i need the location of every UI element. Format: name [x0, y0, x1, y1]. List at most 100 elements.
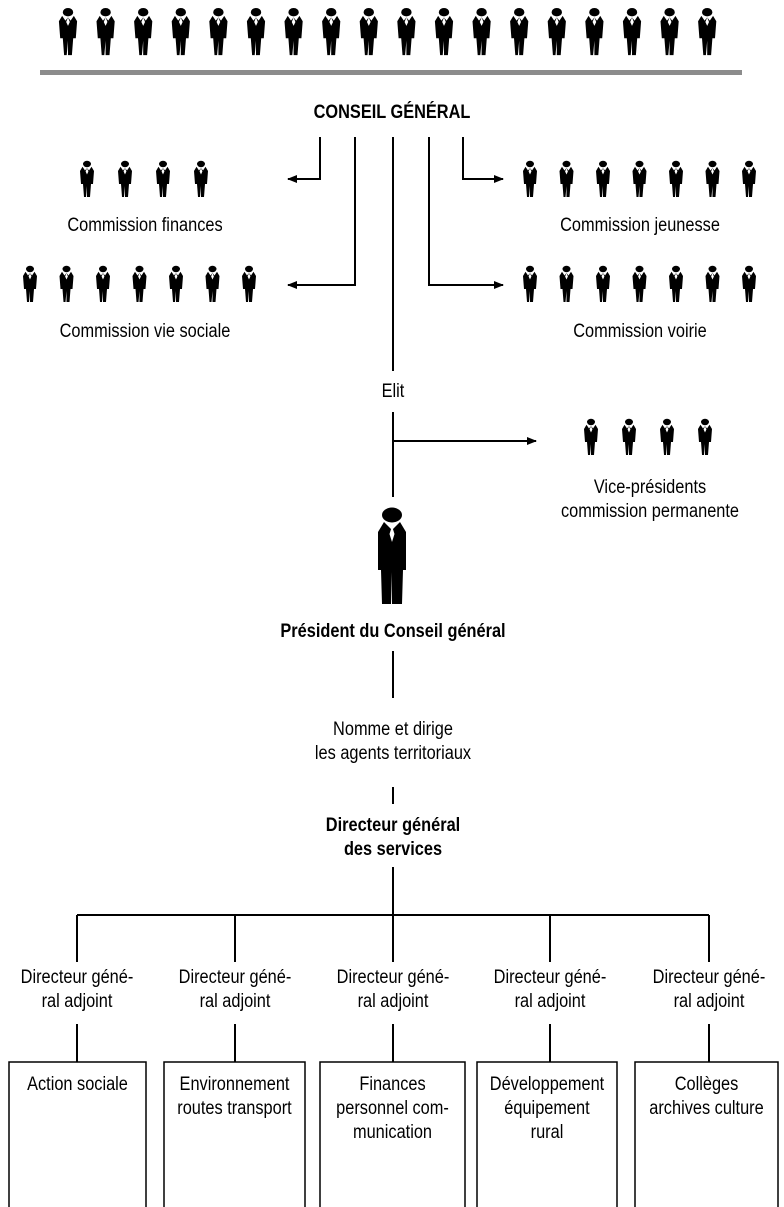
arrow-to-jeunesse — [462, 137, 504, 183]
person-icon — [596, 160, 610, 197]
commission-finances-members — [80, 160, 208, 197]
person-icon — [742, 160, 756, 197]
person-icon — [194, 160, 208, 197]
commission-voirie-members — [523, 265, 756, 302]
directeur-line-1: Directeur général — [325, 815, 461, 836]
council-member-icon — [246, 8, 266, 56]
vice-presidents-line-1: Vice-présidents — [593, 477, 707, 498]
service-box-3 — [319, 1061, 466, 1207]
service-5-line-1: Collèges — [674, 1074, 739, 1095]
person-icon — [523, 160, 537, 197]
person-icon — [669, 265, 683, 302]
adjoint-title-5: Directeur géné- ral adjoint — [645, 966, 774, 1014]
connectors — [76, 137, 710, 1062]
service-3-line-2: personnel com- — [336, 1098, 449, 1119]
person-icon — [156, 160, 170, 197]
person-icon — [23, 265, 37, 302]
nomme-line-1: Nomme et dirige — [333, 719, 453, 740]
person-icon — [205, 265, 220, 302]
service-box-5 — [634, 1061, 779, 1207]
commission-vie-sociale-members — [23, 265, 256, 302]
vice-presidents-label: Vice-présidents commission permanente — [547, 476, 753, 524]
president-icon — [378, 507, 406, 604]
person-icon — [669, 160, 683, 197]
council-member-icon — [547, 8, 566, 56]
service-boxes — [8, 1061, 779, 1207]
adjoint-5-line-1: Directeur géné- — [652, 967, 766, 988]
service-4-line-1: Développement — [489, 1074, 605, 1095]
person-icon — [169, 265, 183, 302]
person-icon — [742, 265, 756, 302]
nomme-line-2: les agents territoriaux — [314, 743, 472, 764]
arrow-to-voirie — [428, 137, 504, 289]
service-2-line-1: Environnement — [179, 1074, 290, 1095]
person-icon — [59, 265, 74, 302]
council-member-icon — [209, 8, 228, 56]
service-box-4 — [476, 1061, 618, 1207]
service-2-line-2: routes transport — [177, 1098, 292, 1119]
commission-jeunesse-label: Commission jeunesse — [560, 215, 720, 236]
commission-vie-sociale-label: Commission vie sociale — [59, 321, 231, 342]
council-member-icon — [472, 8, 491, 56]
person-icon — [523, 265, 537, 302]
commission-jeunesse-members — [523, 160, 756, 197]
person-icon — [96, 265, 110, 302]
council-members-group — [58, 8, 717, 56]
nomme-label: Nomme et dirige les agents territoriaux — [281, 718, 505, 766]
adjoint-4-line-1: Directeur géné- — [493, 967, 607, 988]
person-icon — [698, 418, 712, 455]
person-icon — [632, 160, 647, 197]
adjoint-1-line-1: Directeur géné- — [20, 967, 134, 988]
service-label-5: Collèges archives culture — [645, 1073, 768, 1121]
adjoint-4-line-2: ral adjoint — [514, 991, 586, 1012]
council-member-icon — [359, 8, 378, 56]
person-icon — [660, 418, 674, 455]
adjoint-title-3: Directeur géné- ral adjoint — [329, 966, 458, 1014]
elit-label: Elit — [381, 381, 405, 402]
service-box-2 — [163, 1061, 306, 1207]
person-icon — [632, 265, 647, 302]
service-4-line-3: rural — [530, 1122, 564, 1143]
service-label-4: Développement équipement rural — [487, 1073, 607, 1145]
person-icon — [118, 160, 132, 197]
adjoint-title-4: Directeur géné- ral adjoint — [486, 966, 615, 1014]
person-icon — [80, 160, 94, 197]
commission-voirie-label: Commission voirie — [573, 321, 707, 342]
president-label: Président du Conseil général — [280, 621, 506, 642]
council-member-icon — [510, 8, 529, 56]
person-icon — [622, 418, 636, 455]
service-3-line-3: munication — [352, 1122, 433, 1143]
adjoint-2-line-1: Directeur géné- — [178, 967, 292, 988]
adjoint-2-line-2: ral adjoint — [199, 991, 271, 1012]
adjoint-title-2: Directeur géné- ral adjoint — [171, 966, 300, 1014]
service-1-line-1: Action sociale — [27, 1074, 128, 1095]
service-label-1: Action sociale — [19, 1073, 137, 1097]
service-box-1 — [8, 1061, 147, 1207]
council-member-icon — [134, 8, 153, 56]
person-icon — [584, 418, 598, 455]
service-4-line-2: équipement — [504, 1098, 590, 1119]
council-member-icon — [397, 8, 416, 56]
conseil-general-title: CONSEIL GÉNÉRAL — [313, 102, 471, 123]
adjoint-5-line-2: ral adjoint — [673, 991, 745, 1012]
person-icon — [705, 160, 720, 197]
council-member-icon — [585, 8, 604, 56]
service-3-line-1: Finances — [359, 1074, 426, 1095]
council-member-icon — [284, 8, 303, 56]
person-icon — [132, 265, 147, 302]
arrow-to-vie-sociale — [287, 137, 356, 289]
council-member-icon — [622, 8, 642, 56]
council-member-icon — [434, 8, 454, 56]
service-5-line-2: archives culture — [649, 1098, 764, 1119]
person-icon — [705, 265, 720, 302]
arrow-to-finances — [287, 137, 321, 183]
council-member-icon — [58, 8, 78, 56]
council-member-icon — [96, 8, 115, 56]
service-label-2: Environnement routes transport — [174, 1073, 295, 1121]
person-icon — [242, 265, 256, 302]
council-bar — [40, 70, 742, 75]
adjoint-title-1: Directeur géné- ral adjoint — [13, 966, 142, 1014]
adjoint-3-line-2: ral adjoint — [357, 991, 429, 1012]
person-icon — [596, 265, 610, 302]
